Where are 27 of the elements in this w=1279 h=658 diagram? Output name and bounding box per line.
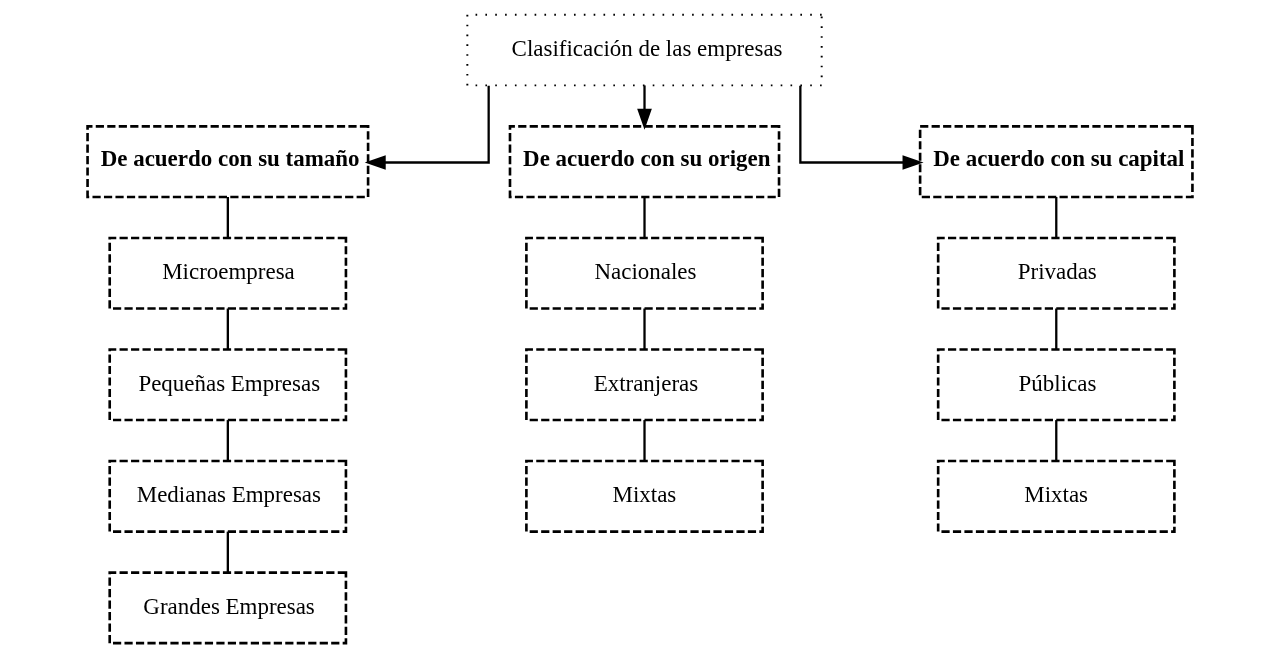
connector xyxy=(642,308,646,350)
arrow xyxy=(364,85,490,170)
node-box: Mixtas xyxy=(936,459,1176,533)
connector xyxy=(1054,420,1057,461)
node-box: Grandes Empresas xyxy=(107,571,347,645)
node-box: Pequeñas Empresas xyxy=(107,348,347,422)
connector xyxy=(1054,308,1057,350)
arrow xyxy=(636,85,652,130)
node-box: Extranjeras xyxy=(524,348,764,422)
node-box: Medianas Empresas xyxy=(107,459,347,533)
arrow xyxy=(798,85,924,170)
connector xyxy=(1054,196,1057,238)
connector xyxy=(226,196,229,238)
node-box: Nacionales xyxy=(524,236,764,310)
node-box: Microempresa xyxy=(107,236,347,310)
node-box: Clasificación de las empresas xyxy=(465,13,823,87)
node-box: Públicas xyxy=(936,348,1176,422)
connector xyxy=(226,531,229,573)
node-box: Mixtas xyxy=(524,459,764,533)
connector xyxy=(642,420,646,461)
connector xyxy=(226,420,229,461)
node-box: De acuerdo con su capital xyxy=(918,125,1194,199)
node-box: Privadas xyxy=(936,236,1176,310)
connector xyxy=(642,196,646,238)
node-box: De acuerdo con su origen xyxy=(508,125,780,199)
connector xyxy=(226,308,229,350)
node-box: De acuerdo con su tamaño xyxy=(85,125,369,199)
